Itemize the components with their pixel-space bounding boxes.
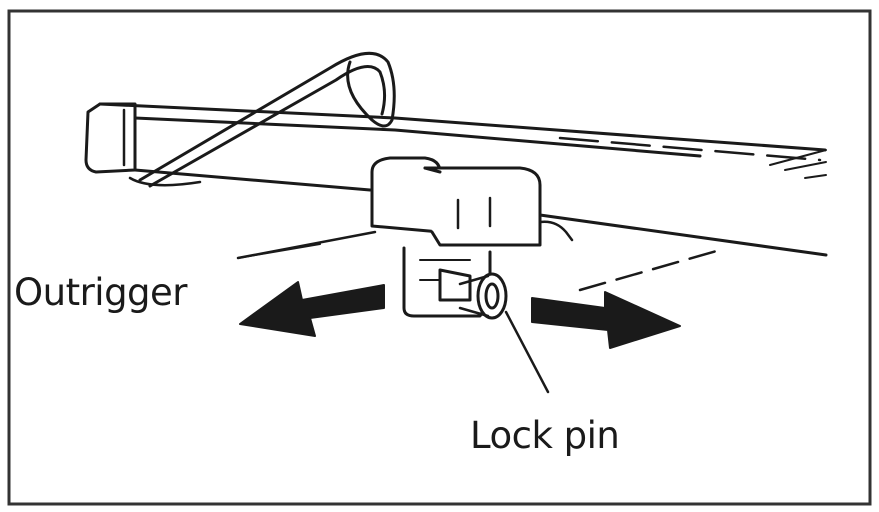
pin-housing: [402, 246, 492, 318]
lock-pin: [458, 272, 508, 320]
lock-pin-label: Lock pin: [470, 414, 620, 457]
outrigger-leader-line: [237, 243, 321, 259]
lock-pin-leader-line: [504, 310, 550, 394]
outrigger-label: Outrigger: [14, 271, 188, 314]
outrigger-beam: [84, 102, 828, 292]
clamp-block: [370, 156, 574, 247]
right-arrow: [531, 291, 681, 349]
handle-wire: [128, 51, 396, 188]
left-arrow: [239, 281, 385, 337]
